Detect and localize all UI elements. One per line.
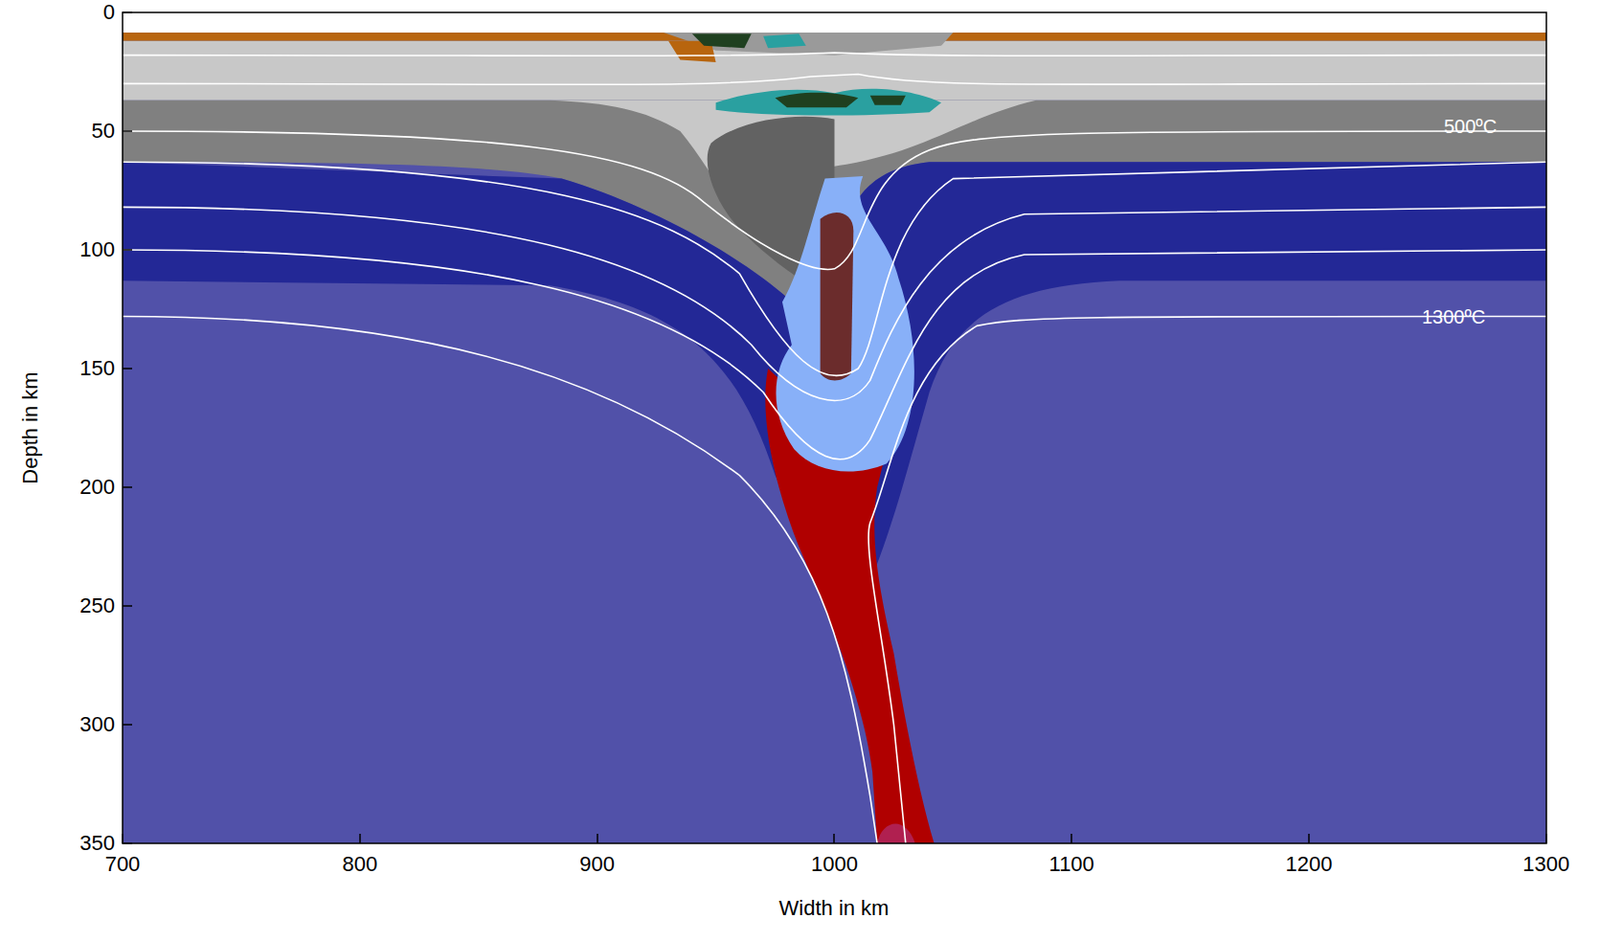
- tick-label: 350: [79, 833, 115, 855]
- model-field: [122, 12, 1547, 844]
- axis-title: Depth in km: [20, 371, 42, 484]
- tick-label: 200: [79, 476, 115, 498]
- tick-label: 0: [103, 1, 115, 23]
- tick-label: 800: [341, 854, 378, 876]
- tick-label: 250: [79, 595, 115, 617]
- tick-label: 900: [579, 854, 615, 876]
- isotherm-label: 1300ºC: [1421, 307, 1486, 327]
- tick-label: 1200: [1285, 854, 1333, 876]
- isotherm-label: 500ºC: [1443, 116, 1497, 136]
- tick-label: 1000: [811, 854, 858, 876]
- axis-title: Width in km: [779, 898, 890, 920]
- tick-label: 50: [91, 120, 115, 142]
- tick-label: 150: [79, 358, 115, 380]
- tick-label: 300: [79, 714, 115, 736]
- tick-label: 100: [79, 239, 115, 261]
- tick-label: 1100: [1049, 854, 1095, 876]
- tick-label: 700: [105, 854, 141, 876]
- tick-label: 1300: [1522, 854, 1570, 876]
